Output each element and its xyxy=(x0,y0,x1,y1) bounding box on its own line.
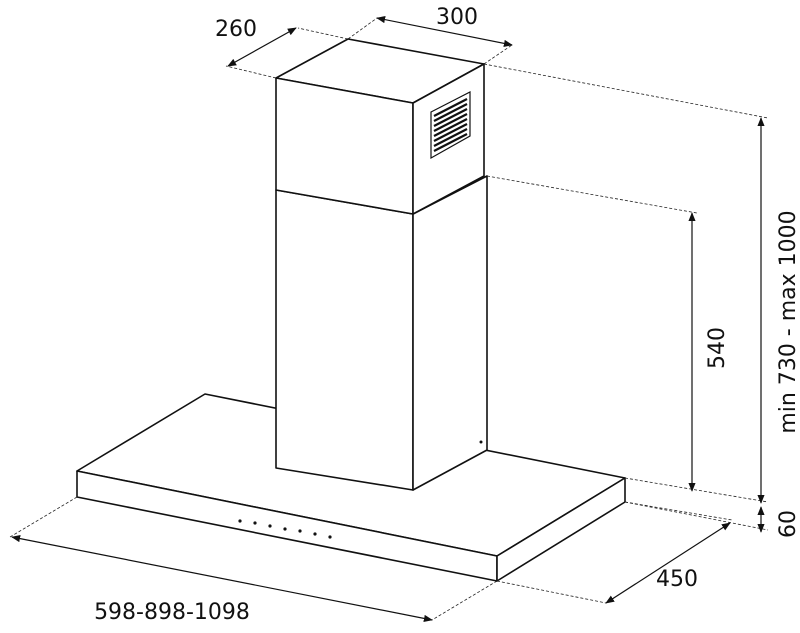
lower-chimney xyxy=(275,175,488,491)
dim-line-450 xyxy=(605,522,731,604)
label-chimney-depth: 260 xyxy=(215,17,257,42)
dim-line-300 xyxy=(376,16,513,47)
upper-chimney xyxy=(275,38,485,215)
dim-line-width xyxy=(11,535,433,622)
lower-chimney-side xyxy=(412,175,488,491)
label-canopy-thickness: 60 xyxy=(776,510,800,538)
dim-line-260 xyxy=(227,27,297,67)
label-chimney-height: 540 xyxy=(705,327,730,369)
label-canopy-depth: 450 xyxy=(656,567,698,592)
label-total-height: min 730 - max 1000 xyxy=(776,210,800,433)
lower-chimney-front xyxy=(275,189,414,491)
label-chimney-width: 300 xyxy=(436,5,478,30)
dimension-lines xyxy=(11,16,765,622)
vent-grille-icon xyxy=(430,91,471,160)
dimension-labels: 260 300 min 730 - max 1000 540 60 450 59… xyxy=(94,5,800,625)
extension-lines xyxy=(9,17,769,621)
label-canopy-width: 598-898-1098 xyxy=(94,600,250,625)
